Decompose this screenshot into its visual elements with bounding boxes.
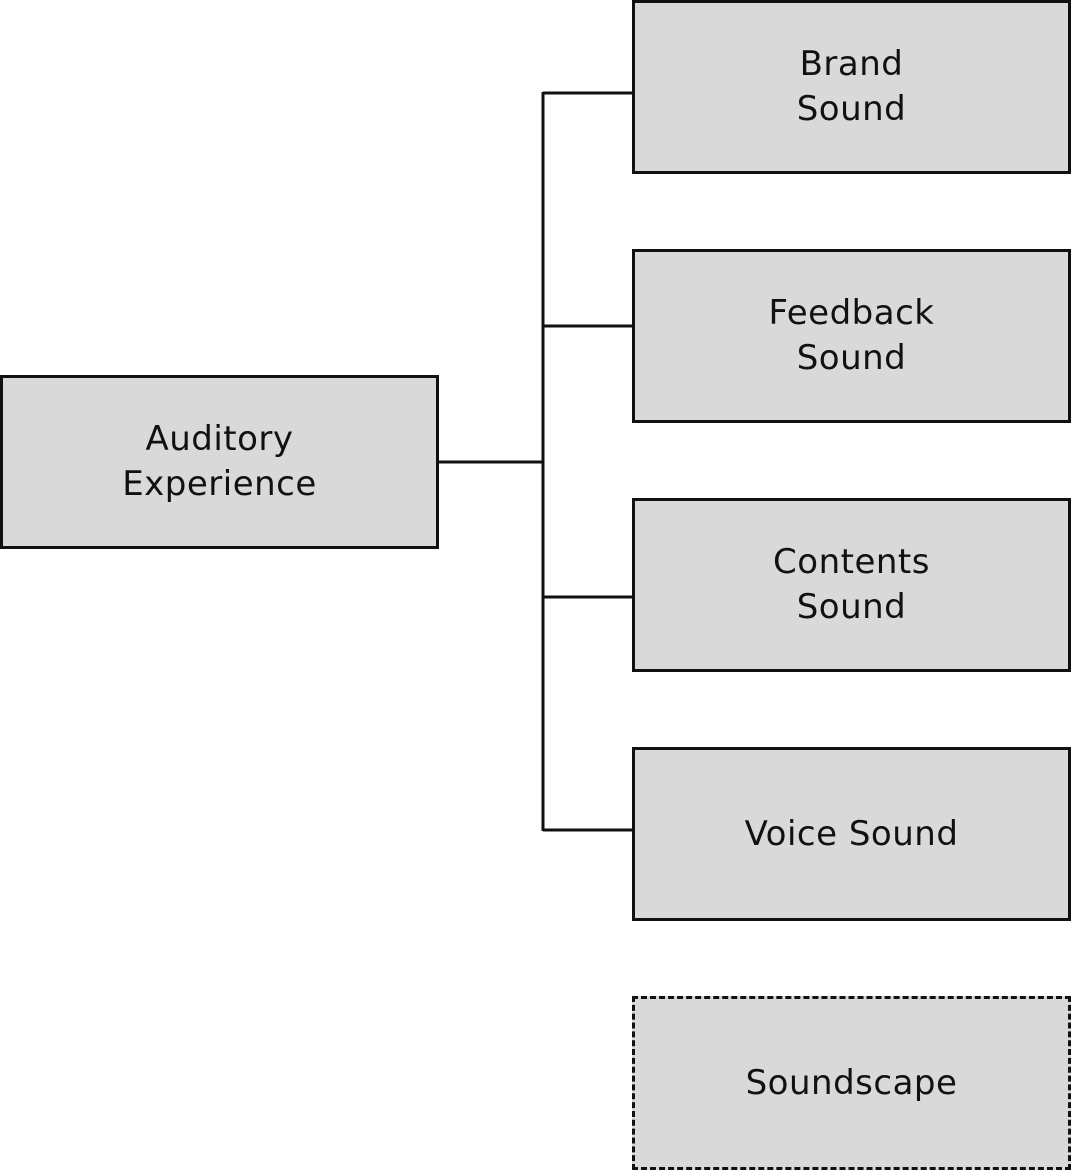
- child-node-brand-sound: Brand Sound: [632, 0, 1071, 174]
- root-node-auditory-experience: Auditory Experience: [0, 375, 439, 549]
- child-node-label: Brand Sound: [796, 44, 907, 129]
- child-node-label: Contents Sound: [773, 542, 930, 627]
- child-node-contents-sound: Contents Sound: [632, 498, 1071, 672]
- child-node-soundscape: Soundscape: [632, 996, 1071, 1170]
- child-node-voice-sound: Voice Sound: [632, 747, 1071, 921]
- child-node-label: Feedback Sound: [768, 293, 935, 378]
- child-node-feedback-sound: Feedback Sound: [632, 249, 1071, 423]
- child-node-label: Soundscape: [745, 1062, 958, 1103]
- root-node-label: Auditory Experience: [122, 419, 317, 504]
- child-node-label: Voice Sound: [744, 813, 959, 854]
